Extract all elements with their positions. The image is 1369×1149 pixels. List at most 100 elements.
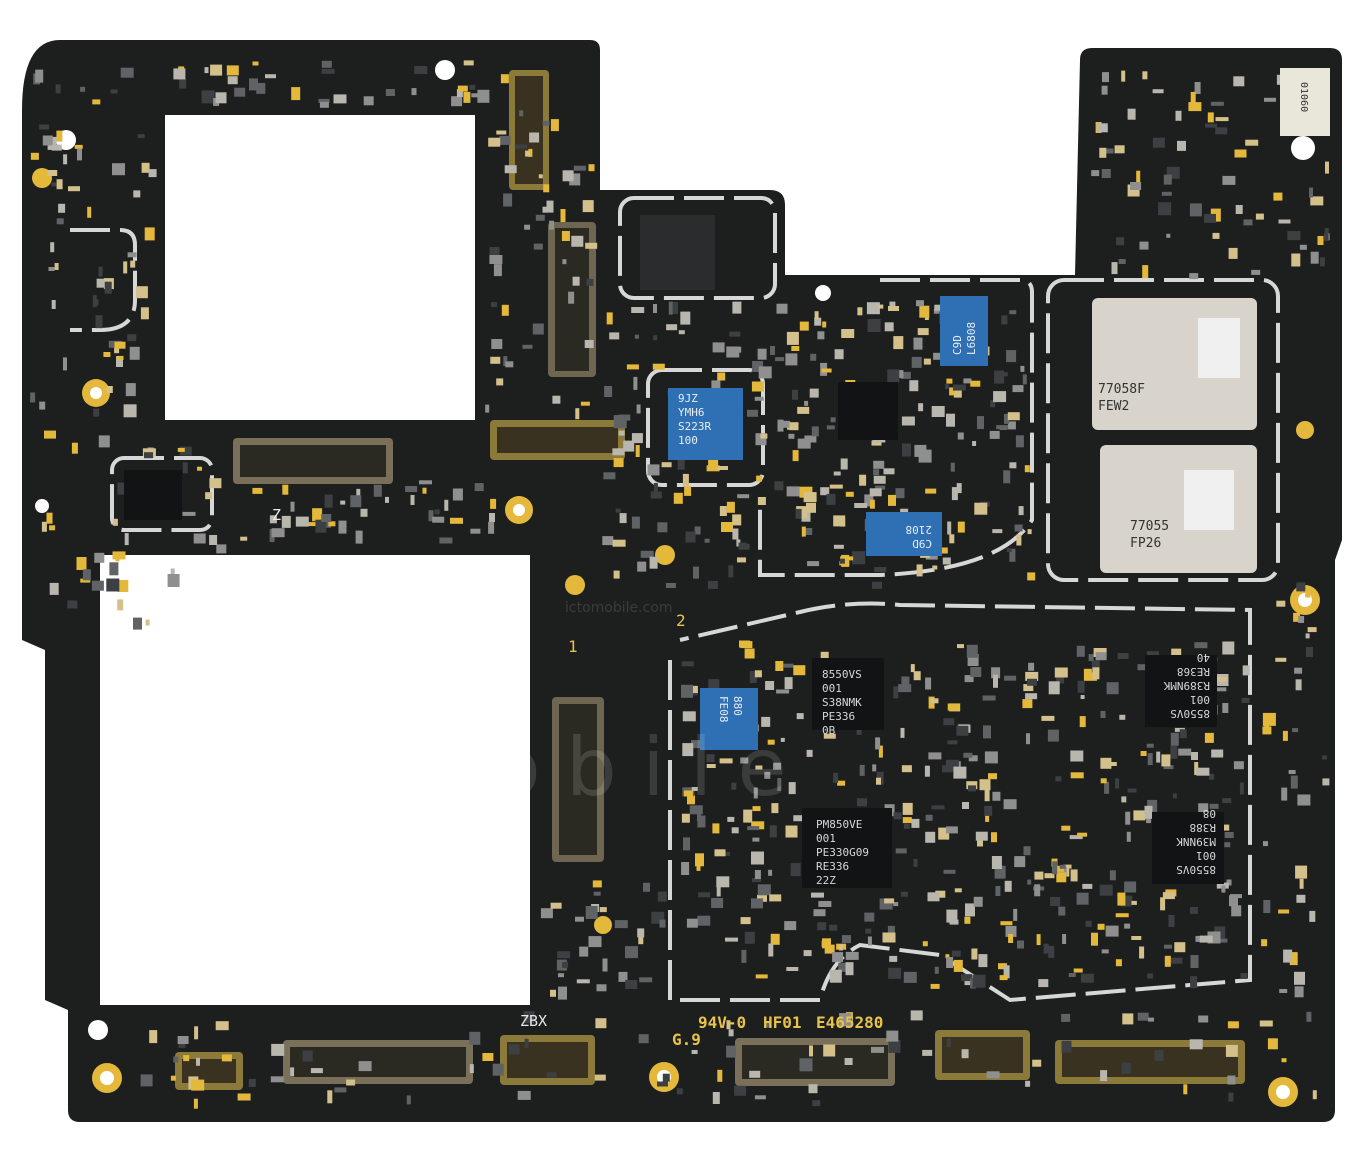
smd-part: [1204, 213, 1216, 223]
smd-part: [638, 934, 644, 945]
smd-part: [932, 565, 938, 570]
smd-part: [385, 89, 395, 96]
smd-part: [98, 435, 110, 448]
pmic-tl-l3: S38NMK: [822, 696, 862, 709]
smd-part: [265, 74, 276, 79]
smd-part: [489, 255, 503, 264]
smd-part: [319, 101, 329, 108]
smd-part: [1183, 1084, 1188, 1095]
smd-part: [799, 321, 809, 331]
smd-part: [683, 790, 693, 797]
smd-part: [1118, 259, 1126, 264]
smd-part: [775, 661, 784, 671]
smd-part: [1070, 869, 1078, 882]
smd-part: [1000, 921, 1013, 926]
pmic-tl-l2: 001: [822, 682, 842, 695]
smd-part: [814, 311, 819, 320]
smd-part: [1095, 652, 1107, 661]
smd-part: [1215, 127, 1228, 135]
smd-part: [315, 519, 327, 533]
smd-part: [1278, 909, 1290, 914]
smd-part: [895, 488, 905, 499]
smd-part: [321, 60, 332, 68]
smd-part: [549, 220, 555, 230]
smd-part: [727, 816, 735, 822]
smd-part: [636, 404, 641, 414]
smd-part: [898, 684, 912, 693]
smd-part: [752, 837, 760, 842]
smd-part: [797, 406, 810, 414]
smd-part: [411, 88, 417, 96]
smd-part: [1276, 600, 1286, 607]
smd-part: [943, 718, 955, 726]
smd-part: [647, 464, 660, 476]
smd-part: [666, 324, 678, 331]
smd-part: [1281, 1058, 1287, 1063]
smd-part: [1025, 1080, 1031, 1087]
smd-part: [882, 932, 896, 943]
smd-part: [1070, 750, 1084, 762]
smd-part: [295, 516, 309, 527]
smd-part: [191, 1079, 205, 1091]
smd-part: [784, 677, 793, 690]
smd-part: [871, 440, 882, 446]
smd-part: [792, 389, 798, 400]
smd-part: [901, 765, 912, 773]
smd-part: [760, 433, 768, 439]
smd-part: [117, 580, 129, 592]
smd-part: [711, 380, 721, 392]
smd-part: [1160, 897, 1166, 911]
smd-part: [599, 907, 607, 913]
smd-part: [1058, 906, 1066, 916]
smd-part: [546, 1072, 557, 1078]
smd-part: [697, 815, 706, 828]
smd-part: [970, 667, 982, 677]
smd-part: [873, 475, 886, 484]
smd-part: [1321, 755, 1327, 760]
smd-part: [141, 162, 150, 173]
smd-part: [1295, 865, 1308, 879]
smd-part: [719, 506, 727, 516]
smd-part: [333, 94, 347, 104]
smd-part: [573, 165, 586, 171]
smd-part: [652, 363, 665, 370]
smd-part: [1189, 1039, 1203, 1050]
smd-part: [1298, 616, 1305, 623]
smd-part: [956, 725, 969, 736]
smd-part: [839, 1013, 852, 1027]
smd-part: [1122, 1013, 1134, 1025]
smd-part: [44, 430, 56, 439]
smd-part: [946, 1038, 951, 1048]
smd-part: [990, 400, 996, 408]
smd-part: [602, 958, 608, 972]
smd-part: [522, 344, 533, 349]
smd-part: [1115, 913, 1129, 918]
smd-part: [499, 135, 511, 145]
smd-part: [977, 838, 983, 847]
smd-part: [505, 361, 514, 368]
pmic-tr-l4: RE368: [1177, 665, 1210, 678]
smd-part: [1018, 506, 1024, 516]
smd-part: [1052, 865, 1065, 872]
smd-part: [841, 554, 850, 567]
smd-part: [873, 469, 880, 476]
smd-part: [721, 522, 733, 532]
smd-part: [488, 137, 501, 147]
smd-part: [281, 515, 291, 528]
smd-part: [540, 908, 553, 919]
smd-part: [55, 84, 61, 94]
smd-part: [1124, 881, 1137, 893]
smd-part: [491, 339, 503, 349]
smd-part: [63, 357, 67, 371]
smd-part: [215, 1021, 229, 1031]
smd-part: [1096, 123, 1108, 133]
smd-part: [488, 521, 495, 534]
smd-part: [786, 967, 799, 971]
smd-part: [747, 409, 758, 417]
smd-part: [1196, 767, 1210, 776]
smd-part: [562, 961, 569, 968]
smd-part: [947, 703, 960, 711]
smd-part: [923, 358, 931, 365]
smd-part: [93, 299, 99, 306]
smd-part: [1263, 900, 1271, 913]
